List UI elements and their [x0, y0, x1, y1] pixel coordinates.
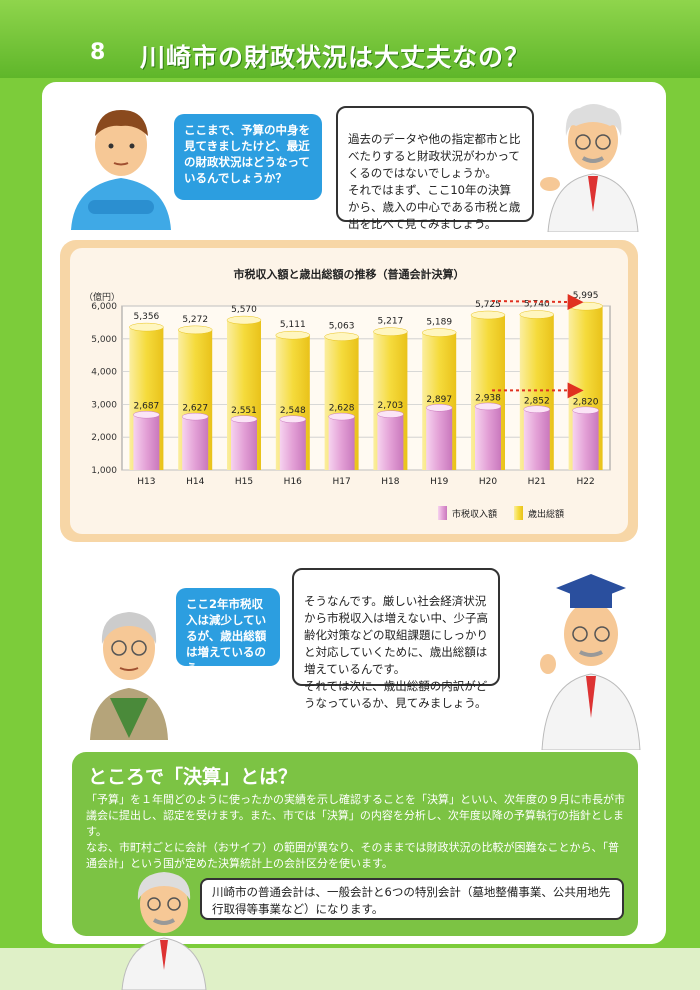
- legend-label-expenditure: 歳出総額: [528, 508, 564, 520]
- general-account-bubble: 川崎市の普通会計は、一般会計と6つの特別会計（墓地整備事業、公共用地先行取得等事…: [200, 878, 624, 920]
- tax-revenue-bar: [475, 406, 501, 470]
- chart-panel: 市税収入額と歳出総額の推移（普通会計決算） （億円） 1,000 2,000 3,000…: [70, 248, 628, 534]
- tax-revenue-bar: [523, 409, 550, 470]
- expenditure-value-label: 5,063: [329, 322, 355, 332]
- expenditure-value-label: 5,740: [524, 300, 550, 310]
- chart-container: 市税収入額と歳出総額の推移（普通会計決算） （億円） 1,000 2,000 3,000…: [60, 240, 638, 542]
- y-tick-label: 2,000: [91, 433, 117, 443]
- tax-value-label: 2,687: [134, 402, 160, 412]
- tax-revenue-bar: [133, 414, 160, 470]
- expenditure-bar-top: [470, 310, 506, 320]
- tax-revenue-bar: [279, 419, 306, 470]
- tax-revenue-bar-top: [328, 412, 355, 421]
- x-tick-label: H17: [332, 477, 350, 487]
- professor-graduation-cap-illustration: [540, 574, 641, 750]
- x-tick-label: H19: [430, 477, 448, 487]
- tax-revenue-bar-top: [279, 415, 307, 423]
- student-speech-text: ここまで、予算の中身を見てきましたけど、最近の財政状況はどうなっているんでしょう…: [184, 123, 311, 185]
- legend-swatch-tax: [438, 506, 447, 520]
- y-tick-label: 6,000: [91, 302, 117, 312]
- expenditure-bar-top: [324, 332, 359, 341]
- tax-revenue-bar-top: [230, 415, 258, 423]
- y-tick-label: 5,000: [91, 335, 117, 345]
- legend-label-tax: 市税収入額: [452, 508, 497, 520]
- y-tick-label: 1,000: [91, 466, 117, 476]
- expenditure-bar-top: [275, 330, 311, 340]
- note-paragraph-1: 「予算」を１年間どのように使ったかの実績を示し確認することを「決算」といい、次年…: [86, 793, 625, 838]
- expenditure-value-label: 5,217: [378, 317, 404, 327]
- tax-value-label: 2,703: [378, 401, 404, 411]
- expenditure-value-label: 5,995: [573, 291, 599, 301]
- x-tick-label: H14: [186, 477, 204, 487]
- tax-revenue-bar: [426, 407, 453, 470]
- teacher-speech-bubble: 過去のデータや他の指定都市と比べたりすると財政状況がわかってくるのではないでしょ…: [336, 106, 534, 231]
- legend-swatch-expenditure: [514, 506, 523, 520]
- note-title: ところで「決算」とは？: [88, 766, 298, 788]
- page-header: 8 川崎市の財政状況は大丈夫なの？: [0, 0, 700, 78]
- tax-revenue-bar-top: [133, 410, 160, 419]
- tax-value-label: 2,628: [329, 404, 355, 414]
- note-body: 「予算」を１年間どのように使ったかの実績を示し確認することを「決算」といい、次年…: [86, 792, 626, 872]
- senior-man-illustration: [90, 612, 168, 740]
- professor-bottom-illustration: [121, 872, 207, 990]
- tax-revenue-bar-top: [181, 412, 209, 421]
- expenditure-trend-arrow: [491, 294, 584, 311]
- expenditure-bar-top: [568, 301, 603, 311]
- tax-revenue-bar: [328, 416, 355, 470]
- tax-value-label: 2,627: [182, 404, 208, 414]
- tax-revenue-bar-top: [425, 404, 453, 412]
- tax-revenue-bar-top: [474, 402, 502, 411]
- expenditure-bar-top: [177, 325, 213, 335]
- bottom-strip: [0, 948, 700, 990]
- tax-value-label: 2,938: [475, 393, 501, 403]
- expenditure-bar-top: [421, 328, 457, 337]
- tax-revenue-bar-top: [572, 406, 599, 415]
- expenditure-value-label: 5,356: [134, 312, 160, 322]
- professor-illustration: [540, 104, 639, 232]
- student-speech-bubble: ここまで、予算の中身を見てきましたけど、最近の財政状況はどうなっているんでしょう…: [174, 114, 322, 200]
- revenue-expenditure-chart: 市税収入額と歳出総額の推移（普通会計決算） （億円） 1,000 2,000 3,000…: [84, 267, 611, 520]
- expenditure-bar-top: [129, 322, 164, 332]
- y-tick-label: 4,000: [91, 368, 117, 378]
- note-paragraph-2: なお、市町村ごとに会計（おサイフ）の範囲が異なり、そのままでは財政状況の比較が困…: [86, 841, 620, 870]
- tax-revenue-bar: [182, 416, 209, 470]
- x-tick-label: H22: [576, 477, 594, 487]
- x-tick-label: H18: [381, 477, 399, 487]
- tax-value-label: 2,548: [280, 406, 306, 416]
- page-title: 川崎市の財政状況は大丈夫なの？: [140, 43, 531, 72]
- tax-revenue-bar: [377, 414, 404, 470]
- expenditure-value-label: 5,272: [182, 315, 208, 325]
- teacher-speech-text: 過去のデータや他の指定都市と比べたりすると財政状況がわかってくるのではないでしょ…: [348, 132, 521, 231]
- y-tick-label: 3,000: [91, 400, 117, 410]
- x-tick-label: H20: [479, 477, 497, 487]
- x-tick-label: H15: [235, 477, 253, 487]
- expenditure-value-label: 5,189: [426, 318, 452, 328]
- expenditure-bar-top: [226, 315, 262, 325]
- expenditure-bar-top: [373, 327, 408, 336]
- tax-value-label: 2,897: [426, 395, 452, 405]
- teacher2-speech-text: そうなんです。厳しい社会経済状況から市税収入は増えない中、少子高齢化対策などの取…: [304, 594, 488, 710]
- tax-revenue-bar-top: [377, 410, 404, 418]
- x-tick-label: H16: [284, 477, 302, 487]
- tax-value-label: 2,820: [573, 397, 599, 407]
- y-axis-label: （億円）: [84, 291, 120, 303]
- tax-revenue-bar: [572, 410, 599, 470]
- expenditure-value-label: 5,725: [475, 300, 501, 310]
- teacher2-speech-bubble: そうなんです。厳しい社会経済状況から市税収入は増えない中、少子高齢化対策などの取…: [292, 568, 500, 710]
- section-number: 8: [90, 40, 106, 65]
- expenditure-value-label: 5,570: [231, 305, 257, 315]
- senior-speech-bubble: ここ2年市税収入は減少しているが、歳出総額は増えているのう。: [176, 588, 280, 675]
- expenditure-bar-top: [519, 310, 555, 319]
- general-account-text: 川崎市の普通会計は、一般会計と6つの特別会計（墓地整備事業、公共用地先行取得等事…: [212, 885, 611, 916]
- chart-title: 市税収入額と歳出総額の推移（普通会計決算）: [234, 267, 465, 281]
- senior-speech-text: ここ2年市税収入は減少しているが、歳出総額は増えているのう。: [186, 597, 267, 675]
- tax-revenue-bar: [231, 419, 257, 470]
- x-tick-label: H13: [137, 477, 155, 487]
- x-tick-label: H21: [528, 477, 546, 487]
- tax-value-label: 2,551: [231, 406, 257, 416]
- student-illustration: [71, 110, 171, 230]
- tax-value-label: 2,852: [524, 396, 550, 406]
- tax-revenue-bar-top: [523, 405, 551, 414]
- expenditure-value-label: 5,111: [280, 320, 306, 330]
